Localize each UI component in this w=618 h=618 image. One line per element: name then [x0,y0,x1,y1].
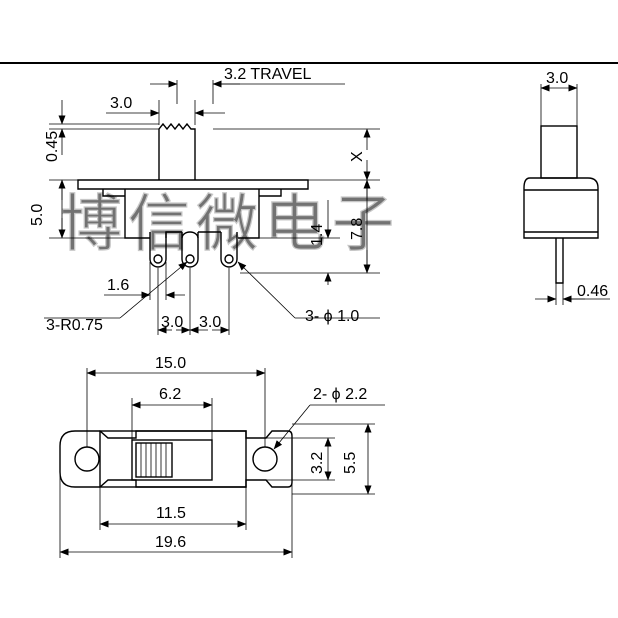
top-flange [59,430,293,488]
top-flange-height: 5.5 [342,452,359,474]
end-view: 3.0 0.46 [523,70,610,305]
end-pin [555,238,564,284]
top-slot [131,439,213,481]
watermark-text: 博信微电子 [60,190,400,259]
side-view: 3.2 TRAVEL 3.0 0.45 5.0 X 7.8 [29,66,380,335]
top-left-hole [74,446,100,472]
side-pin-pitch-1: 3.0 [161,314,183,331]
travel-label: 3.2 TRAVEL [224,66,312,83]
side-body-height: 5.0 [29,204,46,226]
side-pin-length: 1.4 [309,224,326,246]
side-actuator-tip: 0.45 [44,131,61,162]
side-x-label: X [349,151,366,162]
top-right-hole [252,446,278,472]
side-pin-pitch-2: 3.0 [199,314,221,331]
side-pins [149,231,238,268]
top-slider-grip [135,442,173,478]
top-hole-pitch: 15.0 [155,355,186,372]
end-pin-thickness: 0.46 [577,283,608,300]
side-actuator-width: 3.0 [110,95,132,112]
top-body-height: 3.2 [309,452,326,474]
top-body-length: 11.5 [156,505,186,522]
top-slot-width: 6.2 [159,386,181,403]
side-pin-hole-note: 3- ϕ 1.0 [305,308,359,325]
top-body [99,430,247,488]
end-actuator [540,125,578,179]
end-actuator-width: 3.0 [546,70,568,87]
side-actuator [158,122,196,180]
top-view: 15.0 6.2 2- ϕ 2.2 3.2 5.5 11.5 [59,355,385,558]
side-total-height: 7.8 [349,218,366,240]
side-flange [77,179,309,190]
side-pin-radius-note: 3-R0.75 [46,317,103,334]
end-body [523,177,599,239]
top-hole-note: 2- ϕ 2.2 [313,386,367,403]
side-pin-offset: 1.6 [107,277,129,294]
side-body-step [102,189,282,197]
top-flange-length: 19.6 [155,534,186,551]
